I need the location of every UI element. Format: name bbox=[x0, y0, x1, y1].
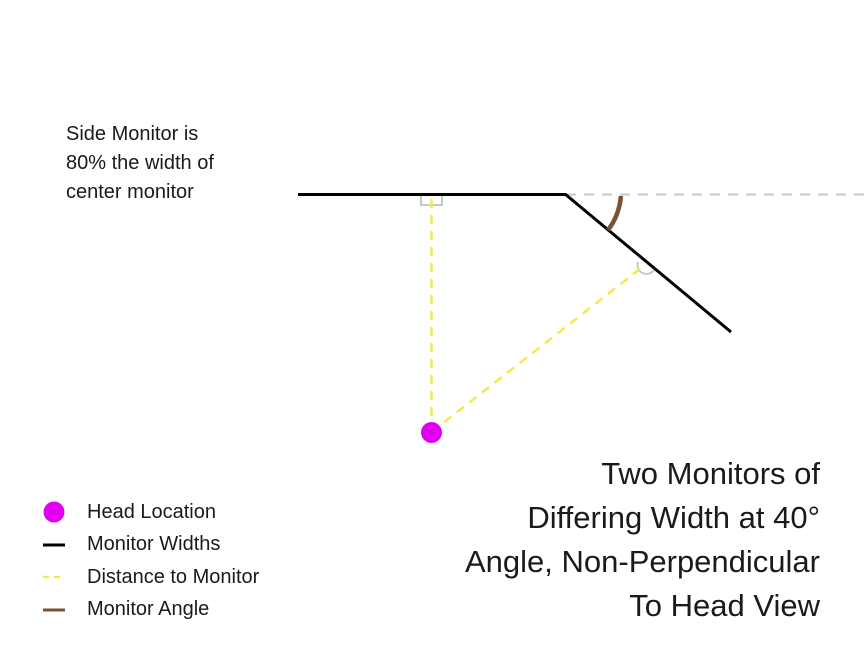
legend-label: Monitor Widths bbox=[87, 533, 221, 556]
legend-item-distance-to-monitor: Distance to Monitor bbox=[38, 561, 259, 594]
head-location-dot bbox=[421, 422, 442, 443]
title-line: To Head View bbox=[629, 588, 820, 623]
title-line: Differing Width at 40° bbox=[527, 500, 820, 535]
diagram-title: Two Monitors of Differing Width at 40° A… bbox=[465, 452, 820, 628]
title-line: Two Monitors of bbox=[601, 456, 820, 491]
legend-item-head-location: Head Location bbox=[38, 496, 259, 529]
legend-item-monitor-widths: Monitor Widths bbox=[38, 529, 259, 562]
legend-label: Distance to Monitor bbox=[87, 565, 260, 588]
angle-marker-side bbox=[636, 261, 656, 275]
legend: Head Location Monitor Widths Distance to… bbox=[38, 496, 259, 626]
distance-to-side-monitor bbox=[430, 264, 646, 433]
brown-line-icon bbox=[38, 600, 70, 620]
side-monitor-line bbox=[564, 192, 732, 334]
note-line: Side Monitor is bbox=[66, 123, 199, 145]
legend-label: Monitor Angle bbox=[87, 598, 210, 621]
monitor-angle-arc bbox=[606, 195, 624, 232]
dashed-line-icon bbox=[38, 567, 70, 587]
note-line: center monitor bbox=[66, 181, 194, 203]
solid-line-icon bbox=[38, 535, 70, 555]
note-line: 80% the width of bbox=[66, 152, 214, 174]
title-line: Angle, Non-Perpendicular bbox=[465, 544, 820, 579]
side-monitor-note: Side Monitor is 80% the width of center … bbox=[66, 120, 286, 207]
legend-item-monitor-angle: Monitor Angle bbox=[38, 594, 259, 627]
legend-label: Head Location bbox=[87, 500, 216, 523]
head-dot-icon bbox=[38, 501, 70, 523]
